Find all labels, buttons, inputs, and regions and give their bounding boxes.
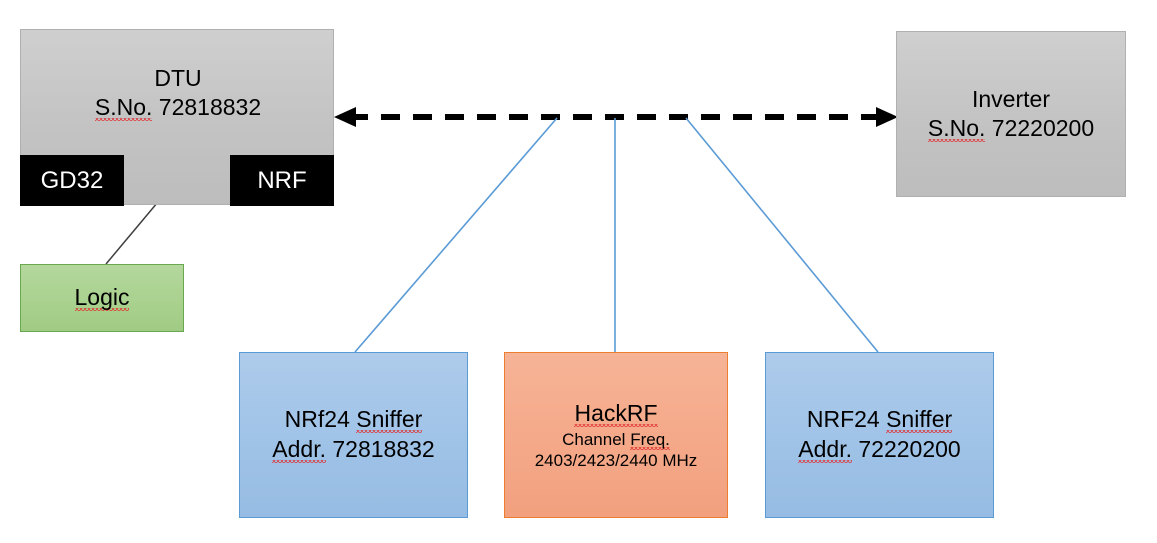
inverter-serial: S.No. 72220200: [927, 114, 1095, 143]
nrf24-sniffer-right-block[interactable]: NRF24 Sniffer Addr. 72220200: [765, 352, 994, 518]
dtu-title: DTU: [154, 64, 202, 91]
sniffer-left-title: NRf24 Sniffer: [284, 406, 423, 433]
inverter-serial-value: 72220200: [991, 115, 1095, 141]
logic-analyzer-block[interactable]: Logic: [20, 264, 184, 332]
hackrf-channel-word: Freq.: [630, 429, 670, 449]
sniffer-right-addr-prefix: Addr.: [798, 436, 852, 462]
sniffer-right-title: NRF24 Sniffer: [806, 406, 953, 433]
nrf-label: NRF: [257, 166, 307, 194]
dtu-serial-value: 72818832: [158, 94, 262, 120]
inverter-block[interactable]: Inverter S.No. 72220200: [896, 31, 1126, 197]
hackrf-channel-row: Channel Freq.: [562, 429, 670, 449]
hackrf-title-row: HackRF: [574, 399, 658, 429]
sniffer-right-addr: Addr. 72220200: [798, 435, 961, 465]
sniffer-left-title-word: Sniffer: [356, 406, 423, 433]
sniffer-left-addr: Addr. 72818832: [272, 435, 435, 465]
sniffer-left-addr-value: 72818832: [332, 436, 435, 462]
hackrf-frequencies: 2403/2423/2440 MHz: [534, 450, 698, 470]
rf-link-dashed-arrow: [334, 107, 898, 127]
sniffer-right-title-word: Sniffer: [886, 406, 953, 433]
hackrf-title: HackRF: [574, 399, 658, 426]
gd32-module[interactable]: GD32: [20, 155, 124, 206]
hackrf-block[interactable]: HackRF Channel Freq. 2403/2423/2440 MHz: [504, 352, 728, 518]
inverter-serial-prefix: S.No.: [927, 115, 986, 141]
sniffer-left-addr-prefix: Addr.: [272, 436, 326, 462]
logic-label-row: Logic: [74, 283, 130, 312]
inverter-title: Inverter: [972, 85, 1050, 112]
dtu-serial-prefix: S.No.: [94, 94, 153, 120]
logic-label: Logic: [74, 284, 130, 311]
nrf24-sniffer-left-block[interactable]: NRf24 Sniffer Addr. 72818832: [239, 352, 468, 518]
wire-sniffer-right: [685, 117, 879, 353]
dtu-label-group: DTU S.No. 72818832: [21, 30, 335, 156]
dtu-serial: S.No. 72818832: [94, 93, 262, 122]
wire-sniffer-left: [354, 117, 558, 353]
gd32-label: GD32: [40, 166, 104, 194]
nrf-module[interactable]: NRF: [230, 155, 334, 206]
sniffer-right-addr-value: 72220200: [858, 436, 961, 462]
